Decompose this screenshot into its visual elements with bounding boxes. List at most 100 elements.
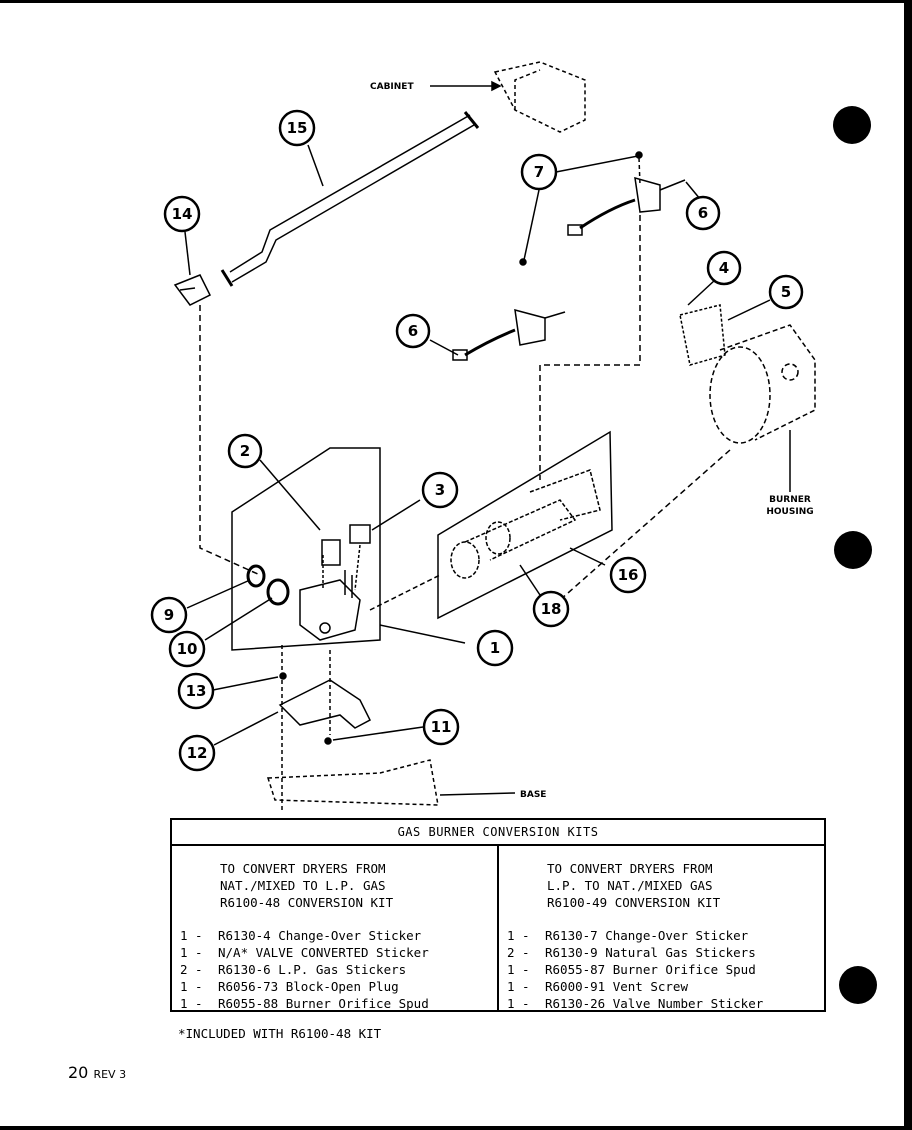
callout-2	[227, 433, 263, 469]
kit-heading: TO CONVERT DRYERS FROM L.P. TO NAT./MIXE…	[507, 860, 818, 911]
page-number-value: 20	[68, 1063, 89, 1082]
kit-heading: TO CONVERT DRYERS FROM NAT./MIXED TO L.P…	[180, 860, 491, 911]
page-border-bottom	[0, 1126, 912, 1130]
exploded-parts-diagram: 15 14 7 6 4 5 6 2 3 16 18 9 10 1 13 11 1…	[150, 61, 816, 810]
page-border-right	[904, 0, 912, 1130]
kit-item: 2 -R6130-6 L.P. Gas Stickers	[180, 961, 491, 978]
binder-hole-top	[833, 106, 871, 144]
callout-5-label: 5	[781, 283, 791, 301]
callout-15	[278, 109, 316, 147]
kit-item-desc: R6130-4 Change-Over Sticker	[218, 928, 422, 943]
cabinet-label: CABINET	[370, 82, 414, 92]
leader-16	[569, 547, 606, 566]
callout-18-label: 18	[541, 600, 562, 618]
leader-1	[379, 624, 466, 644]
leader-12	[213, 711, 279, 746]
callout-6-upper	[685, 195, 721, 231]
base-leader	[439, 792, 516, 796]
screw-7-upper	[635, 151, 643, 159]
flame-sensor-upper	[567, 176, 686, 236]
leader-14	[184, 231, 191, 276]
kit-item-desc: R6055-88 Burner Orifice Spud	[218, 996, 429, 1011]
kit-item-qty: 1 -	[180, 979, 203, 994]
kit-item-desc: R6055-87 Burner Orifice Spud	[545, 962, 756, 977]
callout-circles	[150, 109, 804, 772]
callout-6-lower	[395, 313, 431, 349]
leader-7-lower	[523, 189, 540, 261]
mounting-bracket-part-12	[278, 679, 371, 729]
kit-heading-line: TO CONVERT DRYERS FROM	[220, 861, 386, 876]
callout-1-label: 1	[490, 639, 500, 657]
callout-18	[532, 590, 570, 628]
nut-part-10	[266, 578, 290, 606]
callout-9	[150, 596, 188, 634]
screw-13	[279, 672, 287, 680]
callout-6-upper-label: 6	[698, 204, 708, 222]
callout-9-label: 9	[164, 606, 174, 624]
callout-7	[520, 153, 558, 191]
gas-pipe-part-15	[220, 111, 480, 287]
footnote: *INCLUDED WITH R6100-48 KIT	[178, 1026, 382, 1041]
callout-13-label: 13	[186, 682, 207, 700]
kit-item-desc: R6056-73 Block-Open Plug	[218, 979, 399, 994]
burner-housing-label-line2: HOUSING	[766, 507, 813, 517]
gas-valve-part-1	[231, 447, 381, 651]
callout-7-label: 7	[534, 163, 544, 181]
dashed-line-valve-to-tube	[369, 574, 441, 611]
kit-item: 1 - R6130-7 Change-Over Sticker	[507, 927, 818, 944]
callout-2-label: 2	[240, 442, 250, 460]
callout-12	[178, 734, 216, 772]
callout-1	[476, 629, 514, 667]
leader-13	[212, 676, 279, 691]
kit-item: 1 - R6000-91 Vent Screw	[507, 978, 818, 995]
leader-7-upper	[555, 155, 639, 173]
callout-3	[421, 471, 459, 509]
kit-item-desc: R6130-6 L.P. Gas Stickers	[218, 962, 407, 977]
callout-12-label: 12	[187, 744, 208, 762]
callout-5	[768, 274, 804, 310]
binder-hole-middle	[834, 531, 872, 569]
callout-13	[177, 672, 215, 710]
kit-item-desc: R6130-7 Change-Over Sticker	[545, 928, 749, 943]
leader-2	[259, 459, 321, 531]
kit-item: 1 -R6130-4 Change-Over Sticker	[180, 927, 491, 944]
fitting-part-9	[246, 564, 266, 588]
callout-14	[163, 195, 201, 233]
screw-7-lower	[519, 258, 527, 266]
conversion-kits-table: GAS BURNER CONVERSION KITS TO CONVERT DR…	[170, 818, 826, 1012]
bracket-part-4	[679, 304, 726, 366]
page-revision: REV 3	[93, 1068, 127, 1081]
leader-9	[186, 579, 251, 609]
dashed-line-housing-to-tube	[559, 449, 731, 601]
cabinet-bracket	[493, 61, 586, 133]
page-number: 20 REV 3	[68, 1063, 126, 1082]
kit-heading-line: R6100-49 CONVERSION KIT	[547, 895, 721, 910]
kit-item-qty: 1 -	[507, 979, 530, 994]
kit-heading-line: R6100-48 CONVERSION KIT	[220, 895, 394, 910]
kit-item: 1 - R6055-88 Burner Orifice Spud	[180, 995, 491, 1012]
screw-11	[324, 737, 332, 745]
leader-15	[307, 144, 324, 187]
callout-16	[609, 556, 647, 594]
callout-10	[168, 630, 206, 668]
cabinet-arrow	[491, 80, 502, 92]
kit-heading-line: L.P. TO NAT./MIXED GAS	[547, 878, 713, 893]
kit-item-desc: R6000-91 Vent Screw	[545, 979, 688, 994]
base-part	[266, 759, 439, 806]
kit-item-qty: 1 -	[180, 945, 203, 960]
page-border-top	[0, 0, 912, 3]
kit-heading-line: TO CONVERT DRYERS FROM	[547, 861, 713, 876]
burner-orifice-part-18	[450, 469, 601, 579]
kit-item-qty: 1 -	[507, 962, 530, 977]
kit-item-qty: 1 -	[180, 996, 203, 1011]
flame-sensor-lower	[452, 308, 566, 361]
leader-5	[727, 299, 771, 321]
kit-column-r6100-49: TO CONVERT DRYERS FROM L.P. TO NAT./MIXE…	[497, 846, 824, 1012]
kit-item: 1 -R6130-26 Valve Number Sticker	[507, 995, 818, 1012]
kit-item: 1 -N/A* VALVE CONVERTED Sticker	[180, 944, 491, 961]
kit-item-qty: 2 -	[507, 945, 530, 960]
dashed-line-pipe-to-valve	[199, 305, 261, 576]
dashed-screw-7-upper	[638, 157, 641, 186]
burner-tube-plate-part-16	[437, 430, 613, 620]
kit-item-qty: 1 -	[507, 928, 530, 943]
